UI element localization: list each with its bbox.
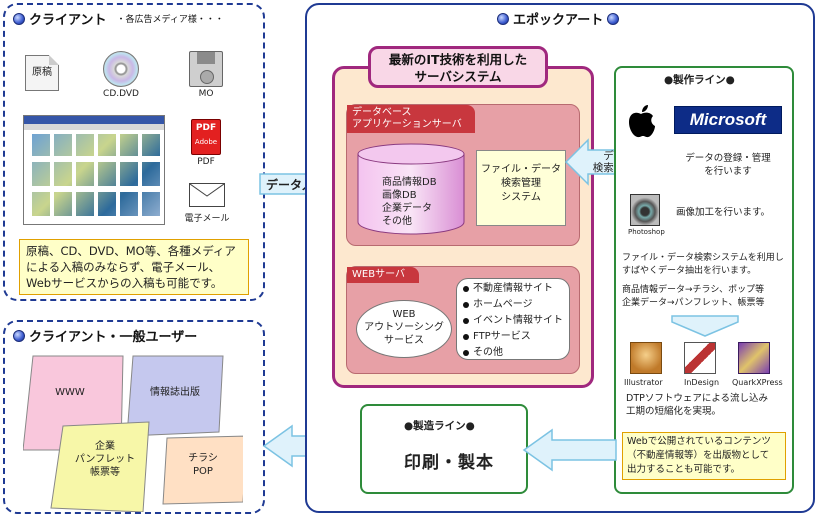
cd-dvd-icon xyxy=(103,51,139,87)
list-item: 不動産情報サイト xyxy=(463,281,563,297)
register-text: データの登録・管理 を行います xyxy=(685,153,771,177)
client-users-title: クライアント・一般ユーザー xyxy=(13,326,197,345)
database-cylinder xyxy=(357,143,465,235)
bullet-orb-icon xyxy=(13,329,25,342)
web-server-tab: WEBサーバ xyxy=(347,267,419,283)
print-bind-label: 印刷・製本 xyxy=(404,453,494,473)
epoch-art-title: エポックアート xyxy=(497,9,620,28)
client-media-panel: クライアント ・各広告メディア様・・・ 原稿 CD.DVD MO PDF Ado… xyxy=(3,3,265,301)
web-service-list: 不動産情報サイト ホームページ イベント情報サイト FTPサービス その他 xyxy=(456,278,570,360)
down-arrow xyxy=(671,315,739,337)
list-item: イベント情報サイト xyxy=(463,313,563,329)
client-media-title: クライアント ・各広告メディア様・・・ xyxy=(13,9,224,28)
server-system-banner: 最新のIT技術を利用した サーバシステム xyxy=(368,46,548,88)
search-text: ファイル・データ検索システムを利用し すばやくデータ抽出を行います。 xyxy=(622,253,784,276)
bullet-orb-icon xyxy=(497,12,509,25)
media-note: 原稿、CD、DVD、MO等、各種メディア による入稿のみならず、電子メール、 W… xyxy=(19,239,249,295)
photoshop-icon xyxy=(630,194,660,226)
card-joho: 情報誌出版 xyxy=(150,386,200,398)
manufacturing-line-panel xyxy=(360,404,528,494)
card-kigyo: 企業 パンフレット 帳票等 xyxy=(74,441,136,478)
microsoft-logo: Microsoft xyxy=(674,106,782,134)
file-search-system: ファイル・データ 検索管理 システム xyxy=(476,150,566,226)
production-line-title: ●製作ライン● xyxy=(664,74,735,86)
quarkxpress-icon xyxy=(738,342,770,374)
file-browser-thumbnail xyxy=(23,115,165,225)
web-outsourcing-ellipse: WEB アウトソーシング サービス xyxy=(356,300,452,358)
illustrator-icon xyxy=(630,342,662,374)
client-users-panel: クライアント・一般ユーザー WWW 情報誌出版 企業 パンフレット 帳票等 チラ… xyxy=(3,320,265,514)
mo-disk-icon xyxy=(189,51,223,87)
db-server-tab: データベース アプリケーションサーバ xyxy=(347,105,475,133)
convert-text: 商品情報データ→チラシ、ポップ等 企業データ→パンフレット、帳票等 xyxy=(622,285,765,308)
list-item: FTPサービス xyxy=(463,329,563,345)
apple-logo-icon xyxy=(629,105,655,138)
output-cards xyxy=(23,355,243,512)
manufacturing-line-title: ●製造ライン● xyxy=(404,420,475,432)
indesign-icon xyxy=(684,342,716,374)
email-icon xyxy=(189,183,225,207)
card-www: WWW xyxy=(55,386,85,398)
dtp-text: DTPソフトウェアによる流し込み 工期の短縮化を実現。 xyxy=(626,393,769,417)
card-chirashi: チラシ POP xyxy=(188,453,218,477)
list-item: その他 xyxy=(463,345,563,361)
bullet-orb-icon xyxy=(13,12,25,25)
db-items: 商品情報DB 画像DB 企業データ その他 xyxy=(382,177,437,227)
production-line-panel xyxy=(614,66,794,494)
pdf-icon: PDF Adobe xyxy=(191,119,221,155)
list-item: ホームページ xyxy=(463,297,563,313)
to-manufacturing-arrow xyxy=(522,428,617,472)
bullet-orb-icon xyxy=(607,12,620,25)
web-content-note: Webで公開されているコンテンツ （不動産情報等）を出版物として 出力することも… xyxy=(622,432,786,480)
manuscript-icon: 原稿 xyxy=(25,55,59,91)
